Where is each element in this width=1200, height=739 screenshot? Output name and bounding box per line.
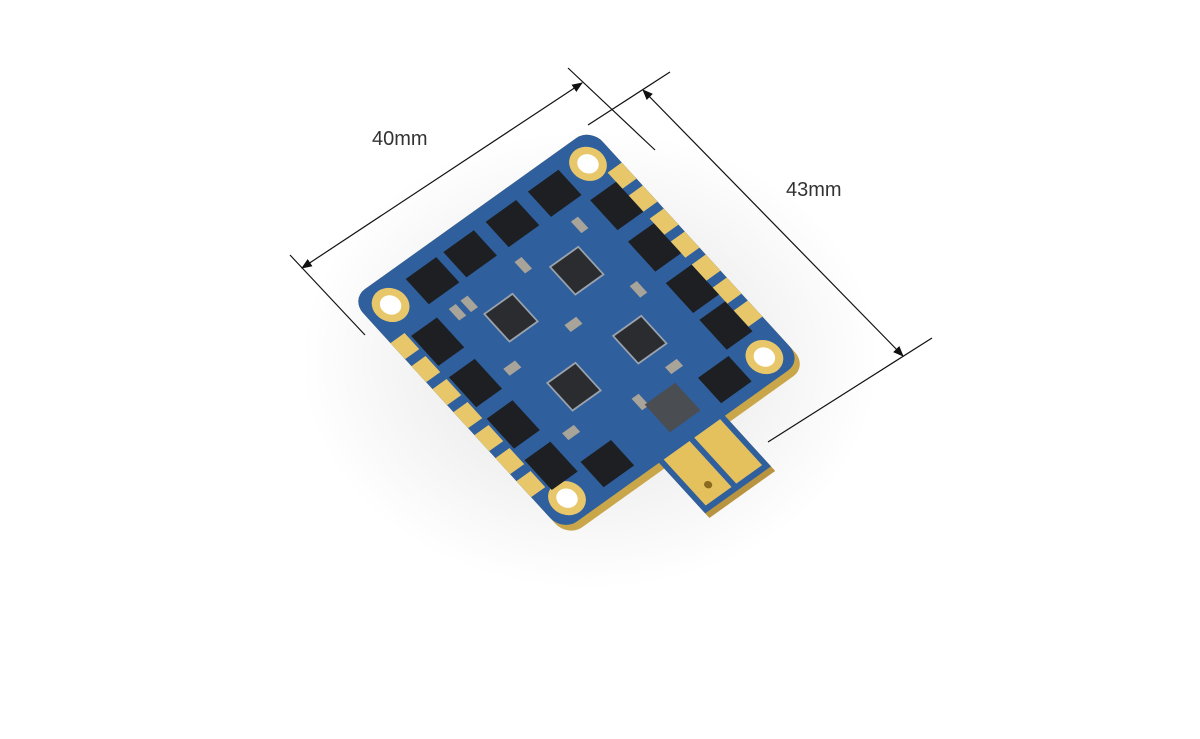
dimension-lines bbox=[289, 67, 933, 443]
motor-pads-left bbox=[390, 332, 546, 498]
length-label: 43mm bbox=[786, 179, 842, 201]
length-dimension-line bbox=[642, 89, 904, 357]
power-pad-minus bbox=[663, 440, 732, 506]
power-pad-plus bbox=[694, 419, 763, 484]
width-dimension-line bbox=[301, 82, 583, 269]
inductor bbox=[644, 382, 701, 433]
width-label: 40mm bbox=[372, 128, 428, 150]
